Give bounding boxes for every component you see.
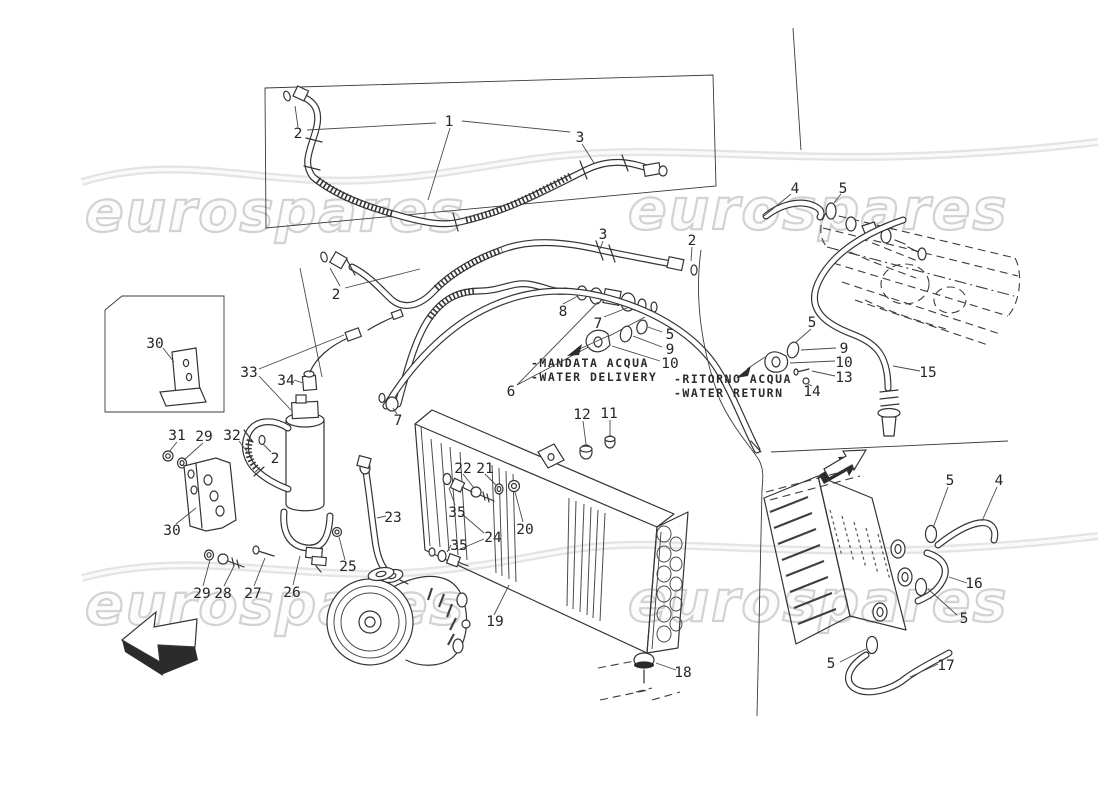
part-label: 13 bbox=[835, 370, 852, 386]
part-label: 30 bbox=[146, 336, 163, 352]
part-label: 5 bbox=[960, 611, 969, 627]
water-delivery-fittings bbox=[567, 319, 663, 362]
part-label: 3 bbox=[576, 130, 585, 146]
part-label: 5 bbox=[946, 473, 955, 489]
watermark-band-bottom: eurospares eurospares bbox=[80, 532, 1099, 639]
part-label: 21 bbox=[476, 461, 493, 477]
part-label: 29 bbox=[195, 429, 212, 445]
part-label: 12 bbox=[573, 407, 590, 423]
part-label: 34 bbox=[277, 373, 295, 389]
ac-hose-6 bbox=[378, 287, 762, 454]
part-label: 16 bbox=[965, 576, 982, 592]
part-label: 17 bbox=[937, 658, 954, 674]
annotation-water-return: -RITORNO ACQUA -WATER RETURN bbox=[674, 372, 792, 400]
part-label: 24 bbox=[484, 530, 502, 546]
part-label: 2 bbox=[332, 287, 341, 303]
water-delivery-line2: -WATER DELIVERY bbox=[531, 370, 657, 384]
part-label: 28 bbox=[214, 586, 231, 602]
hose-assembly-2 bbox=[299, 239, 698, 378]
part-label: 11 bbox=[600, 406, 617, 422]
evaporator-inset bbox=[698, 27, 1009, 717]
part-label: 7 bbox=[394, 413, 403, 429]
part-label: 2 bbox=[294, 126, 303, 142]
part-label: 25 bbox=[339, 559, 356, 575]
watermark-text: eurospares bbox=[85, 179, 465, 245]
part-label: 9 bbox=[840, 341, 849, 357]
part-label: 15 bbox=[919, 365, 936, 381]
part-label: 4 bbox=[995, 473, 1004, 489]
part-label: 5 bbox=[839, 181, 848, 197]
direction-arrow-left bbox=[120, 610, 198, 676]
part-label: 35 bbox=[450, 538, 467, 554]
annotation-water-delivery: -MANDATA ACQUA -WATER DELIVERY bbox=[531, 356, 657, 384]
part-label: 33 bbox=[240, 365, 257, 381]
watermark-text: eurospares bbox=[628, 569, 1008, 635]
part-label: 5 bbox=[666, 327, 675, 343]
part-label: 30 bbox=[163, 523, 180, 539]
compressor-drawing bbox=[326, 566, 471, 666]
water-pipe-7-8 bbox=[394, 280, 658, 408]
part-label: 22 bbox=[454, 461, 471, 477]
part-label: 10 bbox=[661, 356, 678, 372]
part-label: 32 bbox=[223, 428, 240, 444]
part-label: 2 bbox=[688, 233, 697, 249]
part-label: 8 bbox=[559, 304, 568, 320]
part-label: 2 bbox=[271, 451, 280, 467]
part-label: 35 bbox=[448, 505, 465, 521]
part-label: 29 bbox=[193, 586, 210, 602]
part-label: 10 bbox=[835, 355, 852, 371]
part-label: 26 bbox=[283, 585, 300, 601]
part-label: 4 bbox=[791, 181, 800, 197]
water-return-line2: -WATER RETURN bbox=[674, 386, 784, 400]
part-label: 19 bbox=[486, 614, 503, 630]
receiver-drier-group bbox=[104, 295, 409, 587]
part-label: 6 bbox=[507, 384, 516, 400]
part-label: 27 bbox=[244, 586, 261, 602]
hose-assembly-1-box bbox=[264, 74, 717, 232]
part-label: 20 bbox=[516, 522, 533, 538]
part-label: 5 bbox=[827, 656, 836, 672]
water-return-fittings bbox=[736, 328, 837, 387]
part-label: 18 bbox=[674, 665, 691, 681]
condenser-drawing bbox=[414, 409, 689, 701]
water-return-line1: -RITORNO ACQUA bbox=[674, 372, 792, 386]
part-label: 7 bbox=[594, 316, 603, 332]
part-label: 14 bbox=[803, 384, 821, 400]
part-label: 9 bbox=[666, 342, 675, 358]
part-label: 1 bbox=[445, 114, 454, 130]
part-label: 31 bbox=[168, 428, 185, 444]
water-delivery-line1: -MANDATA ACQUA bbox=[531, 356, 649, 370]
part-label: 23 bbox=[384, 510, 401, 526]
part-label: 3 bbox=[599, 227, 608, 243]
engine-block-drawing bbox=[762, 193, 1021, 437]
part-label: 5 bbox=[808, 315, 817, 331]
